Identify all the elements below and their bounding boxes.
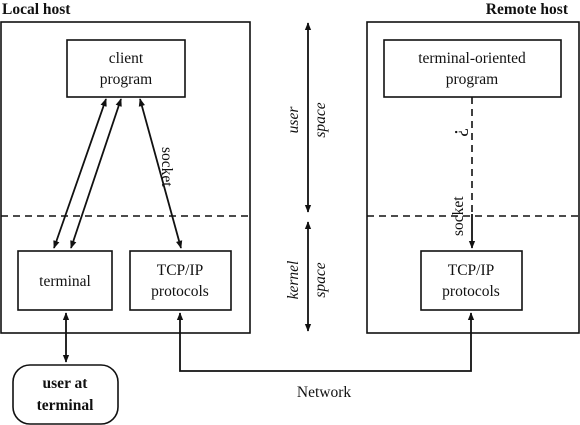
local-tcpip-label-line2: protocols: [151, 283, 209, 300]
terminal-oriented-program-label-line2: program: [446, 71, 499, 88]
network-link: [176, 312, 475, 372]
question-mark-label: ?: [450, 128, 472, 137]
remote-host-title: Remote host: [486, 1, 569, 18]
kernel-space-label-line2: space: [312, 262, 329, 297]
user-space-label-line1: user: [285, 106, 302, 134]
client-program-box: client program: [66, 39, 186, 98]
terminal-label: terminal: [39, 273, 91, 290]
client-terminal-arrow-1: [53, 98, 107, 249]
client-program-label-line1: client: [109, 50, 144, 67]
local-socket-label: socket: [158, 147, 175, 187]
local-tcpip-box: TCP/IP protocols: [129, 250, 232, 311]
remote-tcpip-label-line1: TCP/IP: [448, 262, 495, 279]
local-host-title: Local host: [2, 1, 71, 18]
remote-tcpip-box: TCP/IP protocols: [420, 250, 523, 311]
network-label: Network: [297, 384, 351, 401]
kernel-space-label-line1: kernel: [285, 261, 302, 300]
client-program-label-line2: program: [100, 71, 153, 88]
user-space-label-line2: space: [312, 102, 329, 137]
local-host-box: [0, 21, 251, 334]
remote-tcpip-label-line2: protocols: [442, 283, 500, 300]
terminal-oriented-program-label-line1: terminal-oriented: [418, 50, 526, 67]
remote-host-box: [366, 21, 580, 334]
user-at-terminal-box: user at terminal: [12, 364, 119, 425]
user-at-terminal-label-line2: terminal: [37, 397, 95, 414]
terminal-oriented-program-box: terminal-oriented program: [383, 39, 562, 98]
client-terminal-arrow-2: [70, 98, 122, 249]
client-tcpip-socket-arrow: [138, 98, 183, 249]
local-tcpip-label-line1: TCP/IP: [157, 262, 204, 279]
remote-socket-label: socket: [450, 196, 467, 236]
terminal-box: terminal: [17, 250, 113, 311]
user-at-terminal-label-line1: user at: [43, 375, 89, 392]
